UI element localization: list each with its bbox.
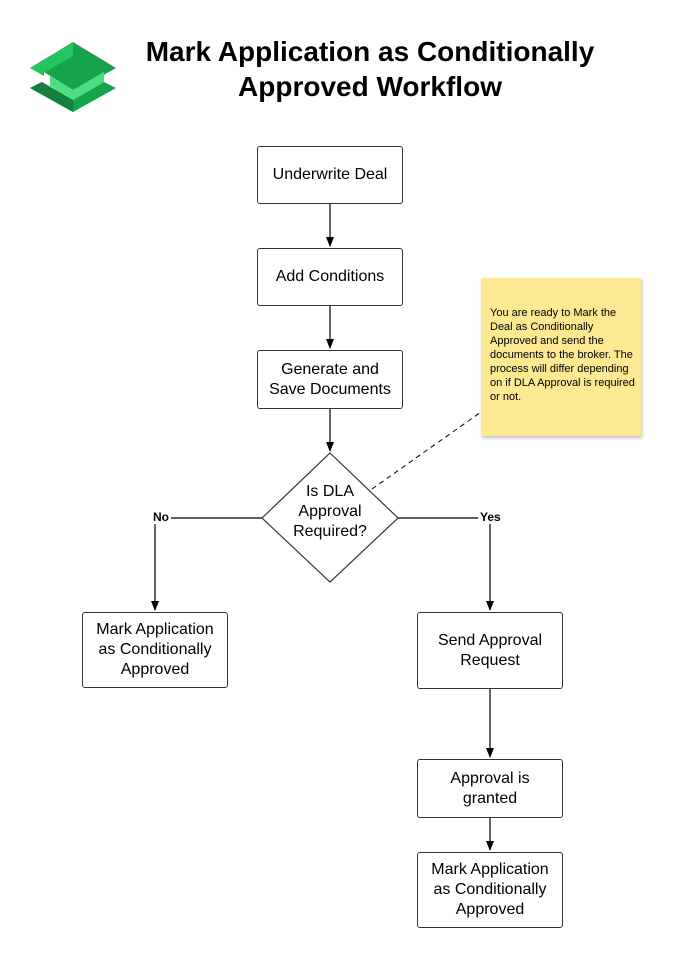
company-logo — [30, 42, 116, 112]
edge-label-no: No — [151, 510, 171, 524]
edge-label-yes: Yes — [478, 510, 503, 524]
edge-no-branch — [151, 517, 262, 611]
node-label-line-2: as Conditionally — [433, 881, 547, 898]
node-underwrite-deal: Underwrite Deal — [257, 146, 403, 204]
node-mark-conditionally-approved-no: Mark Application as Conditionally Approv… — [82, 612, 228, 688]
node-send-approval-request: Send Approval Request — [417, 612, 563, 689]
node-label: Add Conditions — [275, 268, 385, 285]
node-label-line-2: Request — [460, 651, 520, 669]
decision-diamond — [261, 452, 399, 583]
node-label-line-1: Generate and — [281, 360, 379, 378]
node-mark-conditionally-approved-yes: Mark Application as Conditionally Approv… — [417, 852, 563, 928]
sticky-note: You are ready to Mark the Deal as Condit… — [481, 278, 641, 436]
node-label-line-2: granted — [462, 789, 518, 807]
node-label-line-1: Mark Application — [96, 621, 214, 638]
sticky-note-text: You are ready to Mark the Deal as Condit… — [490, 307, 635, 403]
node-label: Underwrite Deal — [272, 166, 388, 183]
decision-label-line-3: Required? — [293, 523, 367, 540]
decision-label: Is DLA Approval Required? — [268, 482, 392, 542]
edge-yes-branch — [398, 517, 494, 611]
title-line-2: Approved Workflow — [238, 71, 502, 102]
node-label-line-1: Mark Application — [431, 861, 549, 878]
title-line-1: Mark Application as Conditionally — [145, 36, 595, 67]
node-label-line-3: Approved — [455, 901, 525, 918]
node-approval-granted: Approval is granted — [417, 759, 563, 818]
note-connector — [371, 411, 482, 490]
decision-label-line-1: Is DLA — [305, 483, 354, 500]
node-label-line-2: as Conditionally — [98, 641, 212, 658]
node-label-line-2: Save Documents — [269, 380, 391, 398]
node-label-line-1: Approval is — [450, 769, 530, 787]
node-label-line-1: Send Approval — [437, 631, 543, 649]
decision-label-line-2: Approval — [298, 503, 362, 520]
diagram-title: Mark Application as Conditionally Approv… — [120, 34, 620, 104]
node-generate-documents: Generate and Save Documents — [257, 350, 403, 409]
node-add-conditions: Add Conditions — [257, 248, 403, 306]
node-label-line-3: Approved — [120, 661, 190, 678]
